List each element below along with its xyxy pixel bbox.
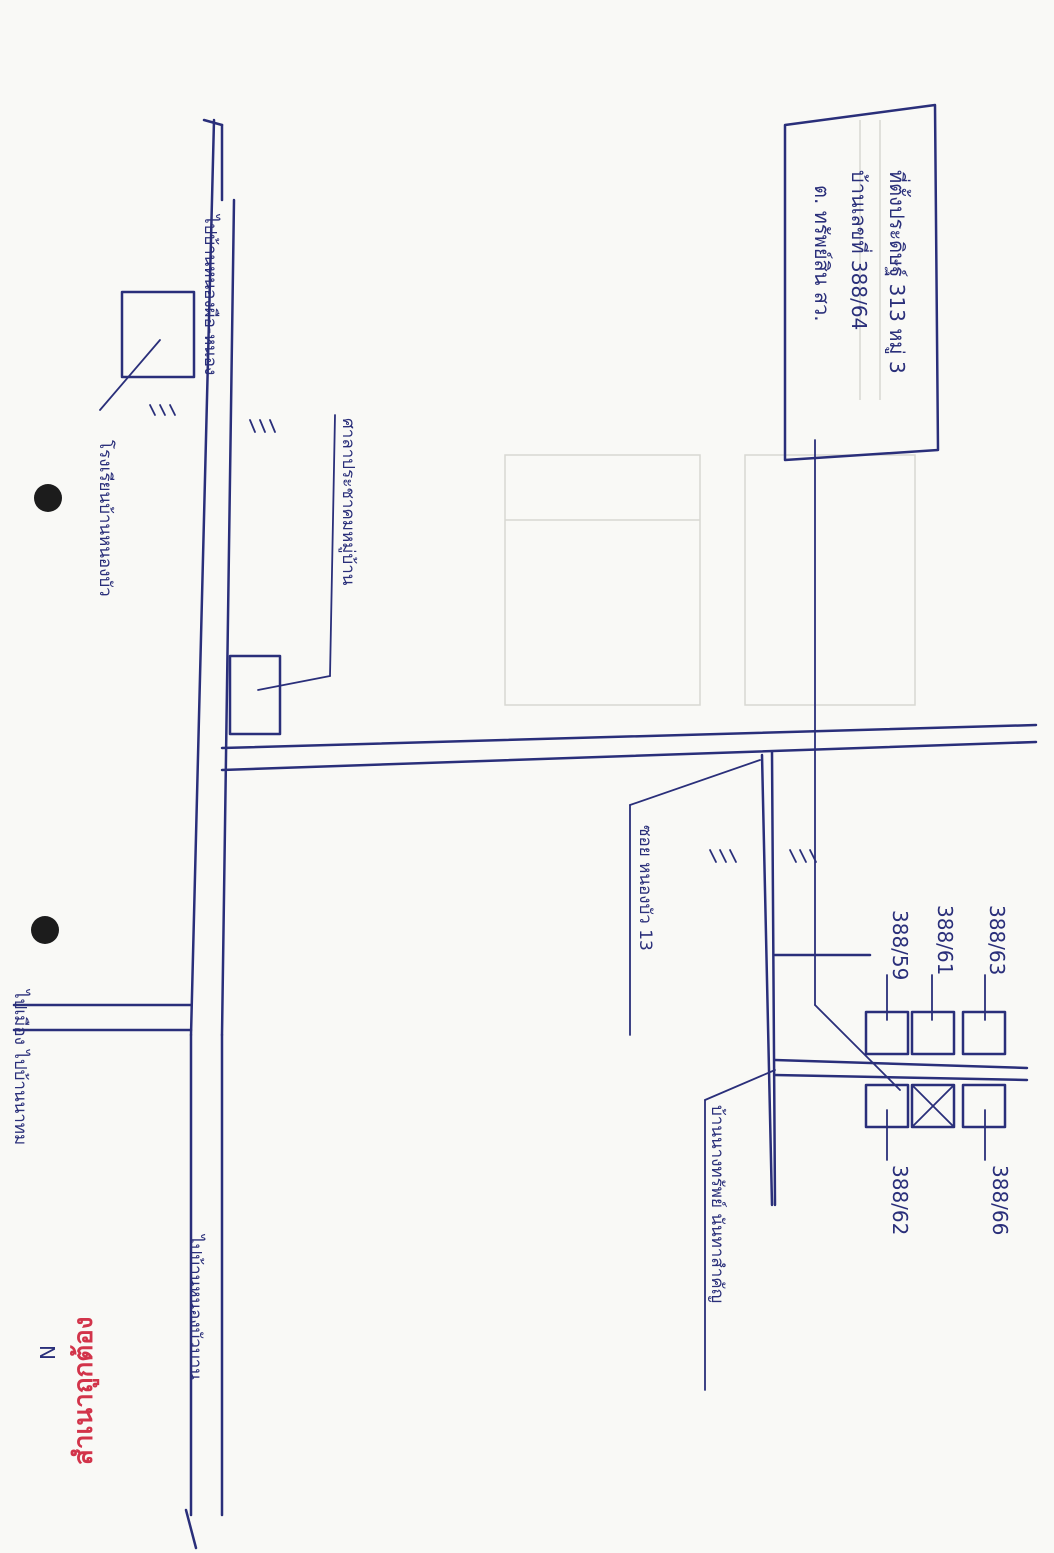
grass-marks bbox=[149, 404, 817, 863]
info-line-2: บ้านเลขที่ 388/64 bbox=[847, 170, 873, 330]
soi-leader bbox=[629, 759, 761, 1036]
punch-hole-bottom bbox=[31, 916, 59, 944]
punch-hole-top bbox=[34, 484, 62, 512]
house-plots bbox=[864, 974, 1007, 1161]
house-number-61: 388/61 bbox=[933, 905, 957, 975]
house-number-66: 388/66 bbox=[988, 1165, 1012, 1235]
bleed-through-background bbox=[504, 120, 916, 706]
house-number-63: 388/63 bbox=[985, 905, 1009, 975]
main-road bbox=[184, 118, 236, 1550]
label-school: โรงเรียนบ้านหนองบัว bbox=[95, 440, 116, 597]
north-marker: N bbox=[35, 1345, 59, 1360]
address-info-box bbox=[783, 103, 940, 1091]
house-number-62: 388/62 bbox=[888, 1165, 912, 1235]
cross-road bbox=[220, 723, 1038, 772]
info-line-1: ที่ตั้งประดิษฐ์ 313 หมู่ 3 bbox=[884, 170, 911, 374]
label-hall: ศาลาประชาคมหมู่บ้าน bbox=[338, 418, 358, 586]
school-building bbox=[99, 290, 196, 411]
side-soi-road bbox=[760, 750, 1029, 1207]
label-left-road-top: ไปบ้านหนองผือ-หนอง bbox=[200, 213, 221, 375]
info-line-3: ต. ทรัพย์สิน สว. bbox=[810, 185, 834, 322]
label-bottom-road: ไปเมือง ไปบ้านนาทม bbox=[10, 988, 31, 1145]
label-side-soi: ซอย หนองบัว 13 bbox=[635, 825, 655, 951]
target-house-leader bbox=[704, 1069, 776, 1391]
house-number-59: 388/59 bbox=[888, 910, 912, 980]
village-hall-building bbox=[228, 414, 336, 736]
bottom-road bbox=[12, 1003, 193, 1032]
label-left-road-bottom: ไปบ้านหนองบัวบาน bbox=[185, 1233, 206, 1380]
label-target-house: บ้านนางทรัพย์ นันทาสำคัญ bbox=[707, 1105, 727, 1303]
certified-copy-stamp: สำเนาถูกต้อง bbox=[69, 1317, 100, 1465]
